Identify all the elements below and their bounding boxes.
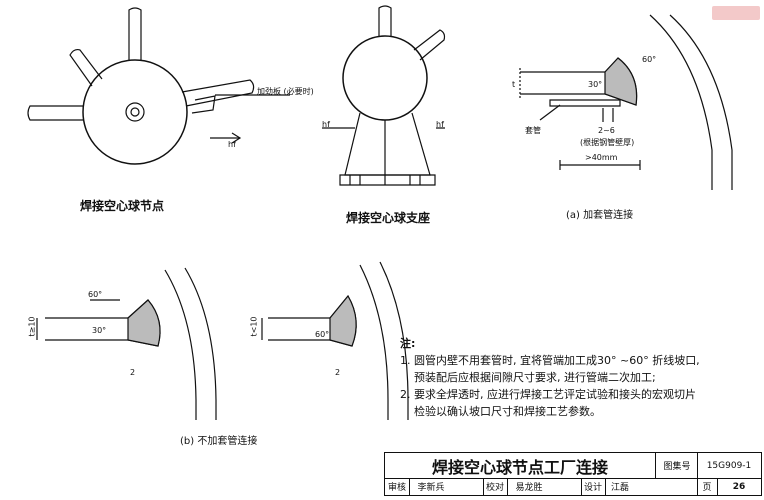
weld-hatch-b1 — [127, 299, 161, 347]
note-item-1: 1. 圆管内壁不用套管时, 宜将管端加工成30° ~60° 折线坡口, — [400, 354, 700, 367]
atlas-number: 15G909-1 — [706, 460, 752, 471]
caption-sphere-node: 焊接空心球节点 — [80, 199, 165, 213]
review-label: 审核 — [387, 483, 406, 493]
reviewer-name: 李新兵 — [417, 483, 445, 493]
thickness-lt10-label: t<10 — [249, 316, 259, 337]
length-label: >40mm — [585, 153, 618, 162]
caption-detail-a: (a) 加套管连接 — [566, 210, 634, 221]
angle-b1-label: 60° — [88, 290, 103, 299]
gap-b1-label: 2 — [130, 368, 136, 377]
sphere-support-drawing — [322, 5, 446, 186]
hf-label-support-left: hf — [322, 120, 330, 129]
gap-b2-label: 2 — [335, 368, 341, 377]
check-label: 校对 — [485, 483, 504, 493]
drawing-title: 焊接空心球节点工厂连接 — [385, 453, 656, 478]
hf-label-support-right: hf — [436, 120, 444, 129]
detail-a-drawing — [519, 14, 733, 190]
angle-label-a2: 30° — [588, 80, 603, 89]
sphere-node-drawing — [27, 7, 290, 165]
title-block: 焊接空心球节点工厂连接 图集号 15G909-1 审核 李新兵 校对 易龙胜 设… — [384, 452, 762, 496]
stiffener-label: 加劲板 (必要时) — [257, 87, 314, 96]
thickness-ge10-label: t≥10 — [27, 316, 37, 337]
note-item-2: 2. 要求全焊透时, 应进行焊接工艺评定试验和接头的宏观切片 — [400, 388, 696, 401]
designer-name: 江磊 — [610, 483, 629, 493]
watermark-logo — [712, 6, 760, 20]
hf-label-node: hf — [228, 140, 236, 149]
sleeve-label: 套管 — [525, 126, 541, 135]
angle-b1b-label: 30° — [92, 326, 107, 335]
page-label: 页 — [702, 483, 712, 493]
gap-note-label: (根据钢管壁厚) — [580, 138, 635, 147]
thickness-label-a: t — [512, 80, 516, 89]
checker-name: 易龙胜 — [515, 483, 543, 493]
detail-b1-drawing — [36, 267, 217, 420]
notes-title: 注: — [400, 337, 416, 350]
note-item-1-cont: 预装配后应根据间隙尺寸要求, 进行管端二次加工; — [414, 371, 656, 384]
weld-hatch-a — [604, 57, 638, 106]
caption-sphere-support: 焊接空心球支座 — [346, 211, 431, 225]
caption-detail-b: (b) 不加套管连接 — [180, 436, 258, 447]
weld-hatch-b2 — [329, 294, 357, 347]
design-label: 设计 — [583, 483, 602, 493]
gap-label: 2~6 — [598, 126, 615, 135]
angle-b2-label: 60° — [315, 330, 330, 339]
notes-block: 注: 1. 圆管内壁不用套管时, 宜将管端加工成30° ~60° 折线坡口, 预… — [400, 335, 760, 420]
page-number: 26 — [732, 481, 746, 492]
angle-label-a: 60° — [642, 55, 657, 64]
note-item-2-cont: 检验以确认坡口尺寸和焊接工艺参数。 — [414, 405, 601, 418]
atlas-label: 图集号 — [657, 453, 698, 478]
